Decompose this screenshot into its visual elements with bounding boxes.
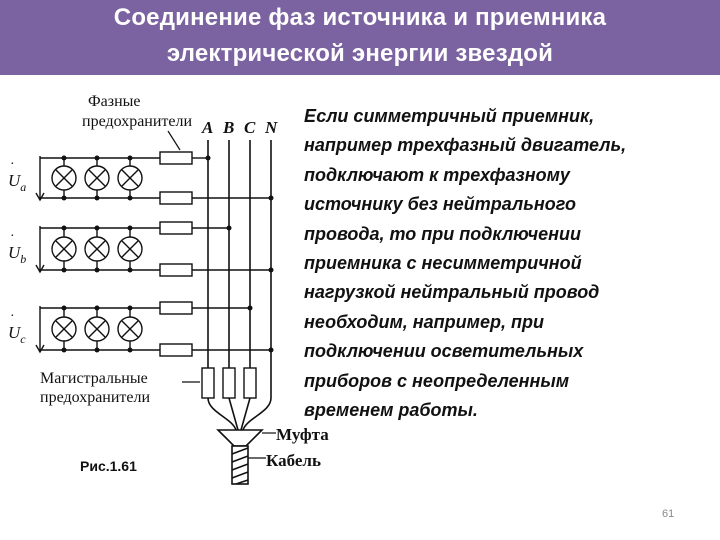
body-text-line: временем работы. [304,399,478,420]
phase-fuse-b-1 [159,221,193,235]
phase-fuses-label-line-2: предохранители [82,113,193,130]
body-text-line: необходим, например, при [304,311,544,332]
body-text-line: Если симметричный приемник, [304,106,595,126]
svg-text:·: · [10,157,15,172]
voltage-label-a: Ua [8,171,26,194]
phase-fuses-label-line-1: Фазные [88,93,140,110]
slide-title-line-1: Соединение фаз источника и приемника [113,4,607,31]
cable-label: Кабель [266,451,321,470]
body-text-line: приборов с неопределенным [304,370,570,391]
main-fuses [201,367,257,399]
bus-lines [207,140,272,368]
load-group-c [35,301,271,357]
bus-label-a: A [201,118,213,137]
main-fuses-label-line-2: предохранители [40,389,151,406]
slide-title-line-2: электрической энергии звездой [166,40,554,67]
load-group-a [35,151,271,205]
bus-label-n: N [264,118,278,137]
phase-fuses-pointer [167,130,181,151]
load-group-b [35,221,271,277]
main-fuse-b [222,367,236,399]
svg-text:·: · [10,309,15,324]
main-fuse-a [201,367,215,399]
phase-fuse-a-1 [159,151,193,165]
body-text: Если симметричный приемник, например тре… [304,102,704,425]
voltage-label-b: Ub [8,243,26,266]
main-fuse-c [243,367,257,399]
slide-number: 61 [662,508,675,520]
star-connection-diagram: Фазные предохранители A B C N Ua [8,93,329,485]
body-text-line: например трехфазный двигатель, [304,135,627,156]
phase-fuse-b-2 [159,263,193,277]
bus-label-b: B [222,118,234,137]
body-text-line: провода, то при подключении [304,223,581,244]
title-bar: Соединение фаз источника и приемника эле… [0,0,720,75]
body-text-line: источнику без нейтрального [304,194,576,215]
figure-caption: Рис.1.61 [80,458,137,474]
main-fuses-label-line-1: Магистральные [40,370,148,387]
phase-fuse-a-2 [159,191,193,205]
body-text-line: приемника с несимметричной [304,252,582,273]
body-text-line: нагрузкой нейтральный провод [304,282,600,303]
bus-label-c: C [244,118,256,137]
phase-fuse-c-2 [159,343,193,357]
phase-fuse-c-1 [159,301,193,315]
cable [231,445,249,485]
body-text-line: подключают к трехфазному [304,164,570,185]
body-text-line: подключении осветительных [304,341,584,362]
cable-coupling [216,429,264,447]
coupling-label: Муфта [276,425,329,444]
svg-text:·: · [10,229,15,244]
voltage-label-c: Uc [8,323,26,346]
